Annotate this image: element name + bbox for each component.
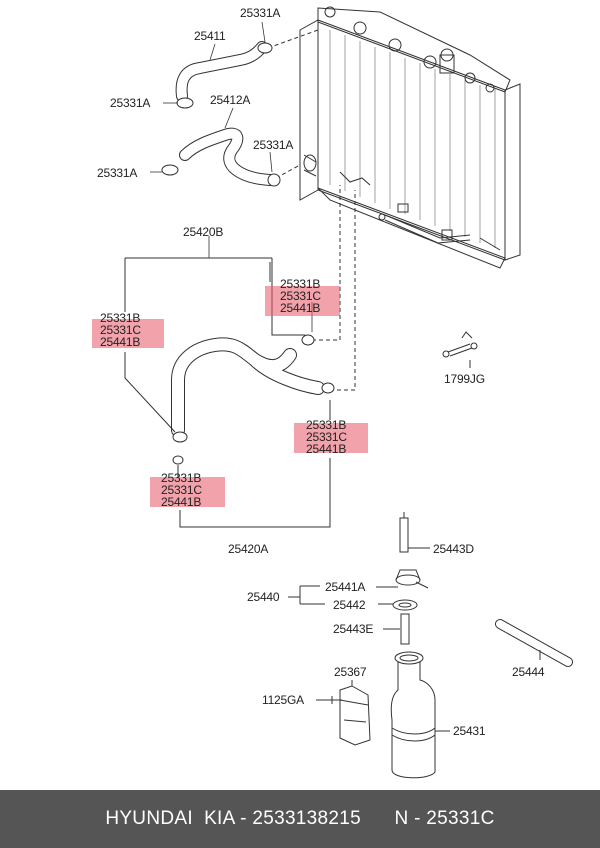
group-right-bottom: 25331B 25331C 25441B bbox=[306, 419, 347, 455]
group-item: 25441B bbox=[100, 335, 141, 349]
part-number-footer: HYUNDAI KIA - 2533138215 N - 25331C bbox=[0, 790, 600, 848]
label-25412A: 25412A bbox=[210, 93, 251, 107]
label-25331A-top: 25331A bbox=[240, 6, 281, 20]
radiator-illustration bbox=[299, 6, 521, 269]
group-item: 25331C bbox=[161, 483, 202, 497]
label-25442: 25442 bbox=[333, 598, 366, 612]
label-25444: 25444 bbox=[512, 665, 545, 679]
label-25331A-left1: 25331A bbox=[110, 96, 151, 110]
label-25443E: 25443E bbox=[333, 622, 374, 636]
label-1125GA: 1125GA bbox=[262, 693, 304, 707]
highlight-left-top bbox=[92, 319, 164, 348]
label-25420A: 25420A bbox=[228, 542, 269, 556]
group-item: 25331C bbox=[100, 323, 141, 337]
label-25441A: 25441A bbox=[325, 580, 366, 594]
label-25331A-mid: 25331A bbox=[253, 138, 294, 152]
label-25440: 25440 bbox=[247, 590, 280, 604]
label-25420B: 25420B bbox=[183, 225, 224, 239]
label-25367: 25367 bbox=[334, 665, 367, 679]
group-item: 25441B bbox=[161, 495, 202, 509]
highlight-right-top bbox=[265, 286, 340, 316]
highlight-right-bottom bbox=[294, 423, 368, 453]
label-1799JG: 1799JG bbox=[444, 372, 485, 386]
label-25443D: 25443D bbox=[433, 542, 474, 556]
label-25431: 25431 bbox=[453, 724, 486, 738]
footer-spacer bbox=[361, 808, 394, 830]
group-item: 25331C bbox=[280, 289, 321, 303]
group-item: 25441B bbox=[280, 301, 321, 315]
group-item: 25441B bbox=[306, 442, 347, 456]
highlight-left-bottom bbox=[150, 477, 225, 507]
label-25331A-left2: 25331A bbox=[97, 166, 138, 180]
label-25411: 25411 bbox=[194, 29, 226, 43]
group-item: 25331B bbox=[100, 311, 141, 325]
footer-reference-code: N - 25331C bbox=[394, 808, 495, 829]
group-item: 25331B bbox=[161, 471, 202, 485]
group-item: 25331B bbox=[280, 277, 321, 291]
group-item: 25331B bbox=[306, 418, 347, 432]
footer-brand-part-number: HYUNDAI KIA - 2533138215 bbox=[105, 808, 362, 829]
group-right-top: 25331B 25331C 25441B bbox=[280, 278, 321, 314]
group-left-bottom: 25331B 25331C 25441B bbox=[161, 472, 202, 508]
group-left-top: 25331B 25331C 25441B bbox=[100, 312, 141, 348]
group-item: 25331C bbox=[306, 430, 347, 444]
parts-diagram bbox=[124, 6, 573, 779]
